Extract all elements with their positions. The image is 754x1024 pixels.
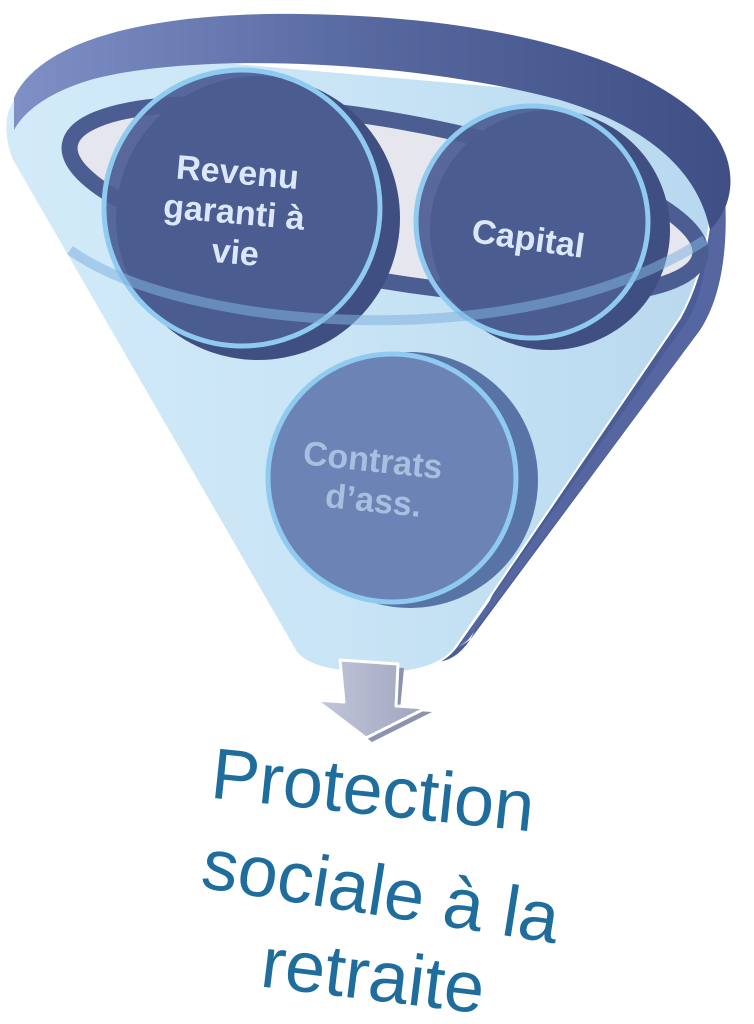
down-arrow-icon bbox=[314, 658, 432, 742]
funnel-rim-front bbox=[67, 235, 708, 326]
revenu-label-line-3: vie bbox=[210, 232, 260, 274]
outcome-line-1: Protection bbox=[208, 734, 539, 847]
funnel-rim bbox=[14, 13, 731, 231]
svg-text:Protection: Protection bbox=[208, 734, 539, 847]
input-circle-revenu: Revenu garanti à vie bbox=[101, 67, 400, 360]
input-circle-contrats: Contrats d’ass. bbox=[265, 351, 538, 608]
outcome-label: Protection sociale à la retraite bbox=[197, 734, 566, 1024]
